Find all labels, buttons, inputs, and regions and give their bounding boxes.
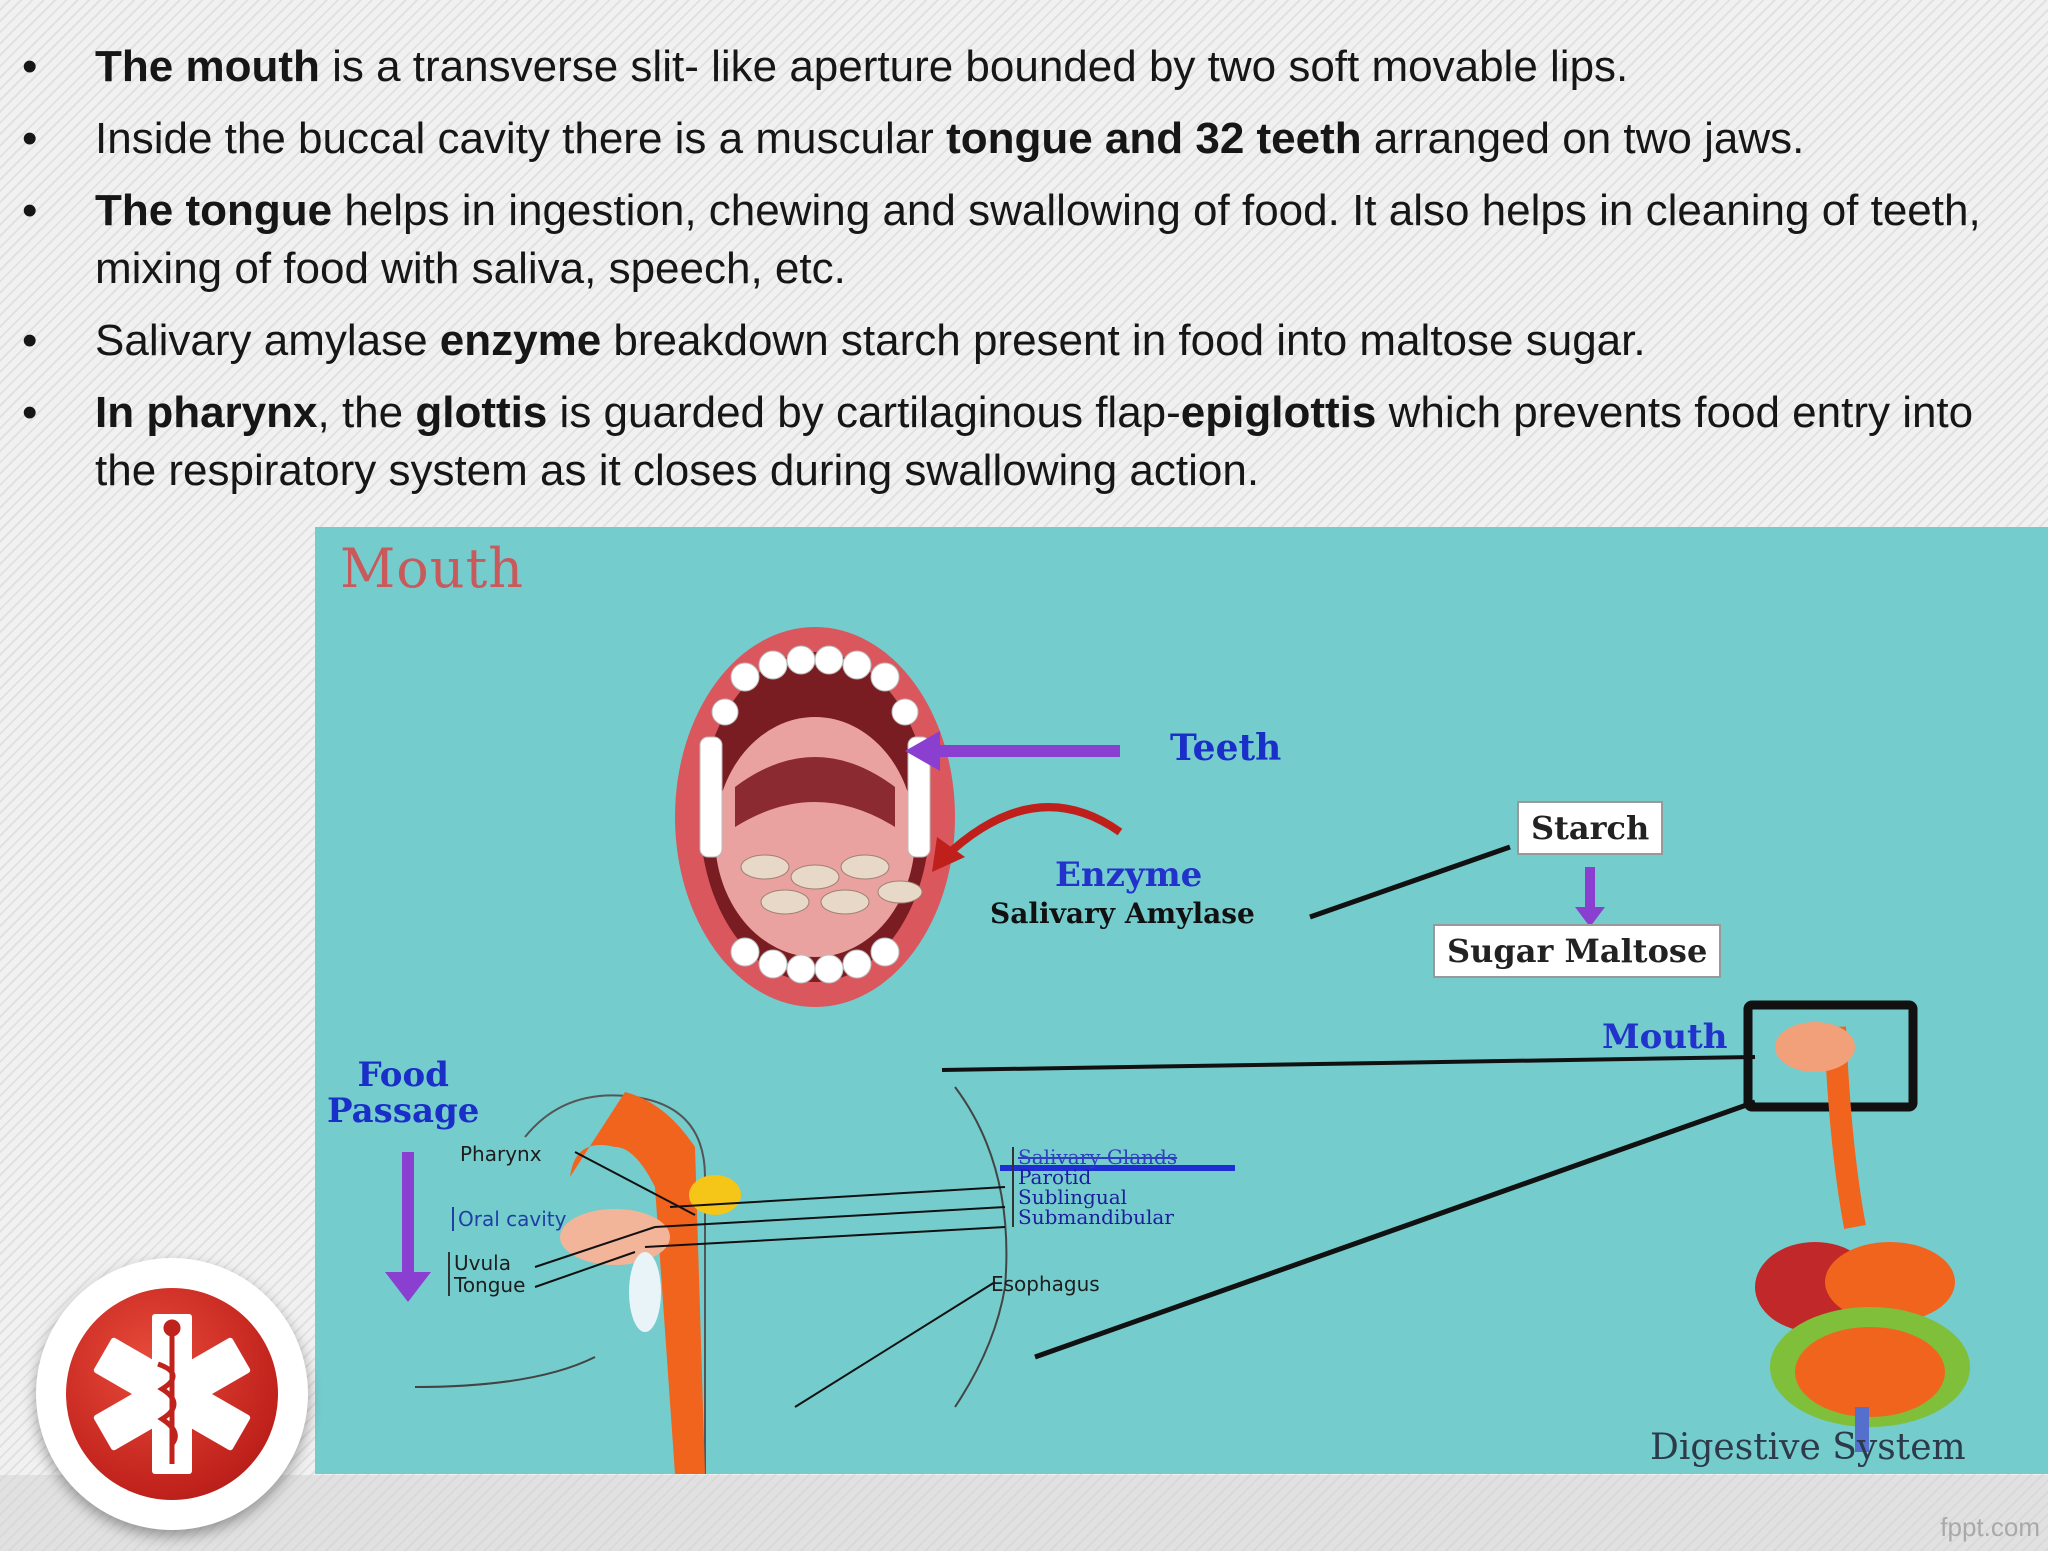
bullet-dot-icon: •	[22, 114, 38, 163]
bullet-bold-text: The mouth	[95, 42, 320, 91]
tongue-label: Tongue	[454, 1273, 526, 1297]
bullet-text: breakdown starch present in food into ma…	[601, 316, 1646, 365]
bullet-bold-text: glottis	[415, 388, 548, 437]
parotid-label: Parotid	[1018, 1165, 1092, 1189]
bullet-text: Salivary amylase	[95, 316, 440, 365]
uvula-tongue-labels: Uvula Tongue	[448, 1252, 525, 1296]
food-passage-line1: Food	[357, 1055, 449, 1095]
bullet-text: is a transverse slit- like aperture boun…	[319, 42, 1629, 91]
digestive-system-label: Digestive System	[1650, 1427, 1966, 1468]
digestive-system-illustration	[1755, 1022, 1970, 1452]
bullet-text: is guarded by cartilaginous flap-	[547, 388, 1181, 437]
bullet-text: , the	[317, 388, 416, 437]
bullet-item: • The mouth is a transverse slit- like ap…	[0, 38, 2048, 96]
bullet-bold-text: tongue and 32 teeth	[946, 114, 1362, 163]
bullet-text: which prevents food entry into the respi…	[95, 388, 1974, 495]
amylase-connector	[1309, 844, 1511, 920]
bullet-text: Inside the buccal cavity there is a musc…	[95, 114, 947, 163]
sublingual-label: Sublingual	[1018, 1185, 1128, 1209]
bullet-list: • The mouth is a transverse slit- like ap…	[0, 38, 2048, 514]
bullet-dot-icon: •	[22, 388, 38, 437]
bullet-text: arranged on two jaws.	[1361, 114, 1805, 163]
bullet-bold-text: In pharynx	[95, 388, 318, 437]
pharynx-label: Pharynx	[460, 1142, 542, 1166]
watermark: fppt.com	[1940, 1512, 2040, 1542]
bullet-text: helps in ingestion, chewing and swallowi…	[95, 186, 1981, 293]
bullet-dot-icon: •	[22, 42, 38, 91]
head-side-view	[414, 1086, 1235, 1474]
food-passage-line2: Passage	[327, 1091, 480, 1131]
medical-logo-disc	[66, 1288, 278, 1500]
uvula-label: Uvula	[454, 1251, 511, 1275]
star-of-life-icon	[93, 1314, 251, 1474]
bullet-item: • Inside the buccal cavity there is a mus…	[0, 110, 2048, 168]
diagram-title: Mouth	[340, 537, 525, 600]
oral-cavity-label: Oral cavity	[452, 1207, 566, 1231]
bullet-item: • In pharynx, the glottis is guarded by c…	[0, 384, 2048, 500]
bullet-dot-icon: •	[22, 186, 38, 235]
salivary-glands-label: Salivary Glands	[1018, 1145, 1178, 1169]
open-mouth-illustration	[675, 627, 955, 1007]
teeth-label: Teeth	[1170, 727, 1282, 769]
food-passage-label: Food Passage	[327, 1057, 479, 1129]
bullet-item: • The tongue helps in ingestion, chewing …	[0, 182, 2048, 298]
bullet-dot-icon: •	[22, 316, 38, 365]
enzyme-label: Enzyme	[1055, 855, 1203, 895]
bullet-bold-text: enzyme	[439, 316, 602, 365]
footer-strip	[0, 1475, 2048, 1551]
submandibular-label: Submandibular	[1018, 1205, 1174, 1229]
mouth-small-label: Mouth	[1602, 1017, 1728, 1057]
medical-logo	[36, 1258, 308, 1530]
mouth-diagram: Mouth Teeth Enzyme Salivary Amylase Star…	[315, 527, 2048, 1474]
salivary-glands-labels: Salivary Glands Parotid Sublingual Subma…	[1012, 1147, 1177, 1227]
bullet-bold-text: The tongue	[95, 186, 333, 235]
enzyme-arrow	[942, 803, 1123, 860]
starch-box: Starch	[1517, 801, 1664, 855]
bullet-item: • Salivary amylase enzyme breakdown starc…	[0, 312, 2048, 370]
bullet-bold-text: epiglottis	[1180, 388, 1377, 437]
sugar-maltose-box: Sugar Maltose	[1433, 924, 1722, 978]
diagram-artwork	[385, 627, 1970, 1474]
esophagus-label: Esophagus	[991, 1272, 1100, 1296]
salivary-amylase-label: Salivary Amylase	[990, 897, 1255, 930]
